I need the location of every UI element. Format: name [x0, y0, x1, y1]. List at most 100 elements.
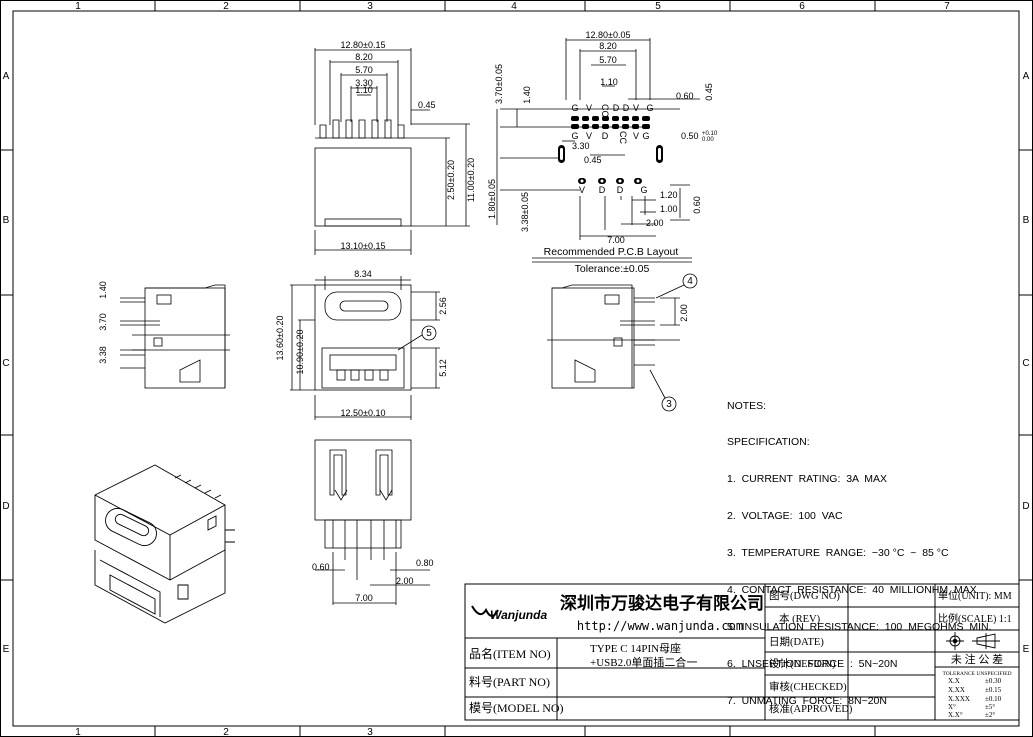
pin-label: V: [586, 103, 592, 113]
notes-line: 7. UNMATING FORCE: 8N~20N: [727, 694, 887, 707]
pin-label: V: [633, 103, 639, 113]
tol-val: ±0.30: [985, 677, 1002, 685]
col-label: 3: [367, 1, 373, 12]
dim-label: 3.30: [572, 141, 590, 151]
pcb-tolerance: Tolerance:±0.05: [575, 263, 650, 275]
dim-label: 3.38±0.05: [520, 192, 530, 232]
dim-label: 0.45: [704, 83, 714, 101]
dim-label: 5.12: [438, 359, 448, 377]
dim-label: 1.10: [600, 77, 618, 87]
notes-line: 2. VOLTAGE: 100 VAC: [727, 510, 843, 523]
spec-notes: NOTES: SPECIFICATION: 1. CURRENT RATING:…: [727, 375, 992, 719]
dim-label: 10.90±0.20: [295, 330, 305, 375]
dim-label: 13.10±0.15: [341, 241, 386, 251]
dim-label: 0.60: [312, 562, 330, 572]
dim-label: 1.80±0.05: [487, 179, 497, 219]
company-logo: Wanjunda: [471, 605, 547, 622]
design-label: 设计(DESIGN): [769, 657, 836, 670]
row-label: C: [1022, 358, 1029, 369]
rev-label: 本 (REV): [779, 612, 821, 625]
dim-label: 2.56: [438, 297, 448, 315]
bottom-view: [314, 439, 430, 605]
top-view: [314, 48, 470, 255]
pin-label: D: [613, 103, 620, 113]
row-label: B: [1023, 215, 1030, 226]
pin-label: G: [642, 131, 649, 141]
tol-key: X.XX: [948, 686, 965, 694]
tol-key: X.X°: [948, 711, 963, 719]
notes-line: SPECIFICATION:: [727, 436, 810, 449]
dim-label: 3.30: [355, 78, 373, 88]
dim-label: 0.60: [692, 196, 702, 214]
dim-label: 0.45: [418, 100, 436, 110]
dim-label: 3.70: [98, 313, 108, 331]
pin-label: G: [646, 103, 653, 113]
dim-label: 7.00: [355, 593, 373, 603]
side-view-right: [547, 273, 698, 412]
pin-label: G: [640, 185, 647, 195]
callout-number: 5: [426, 328, 432, 339]
pin-label: CC: [600, 104, 610, 117]
dim-label: 3.38: [98, 346, 108, 364]
dim-label: 11.00±0.20: [466, 158, 476, 202]
model-no-label: 模号(MODEL NO): [469, 701, 564, 715]
row-label: A: [3, 71, 10, 82]
row-label: D: [2, 501, 9, 512]
col-label: 1: [75, 727, 81, 737]
dim-label: 1.40: [98, 281, 108, 299]
dim-label: 2.50±0.20: [446, 160, 456, 200]
row-label: D: [1022, 501, 1029, 512]
pin-label: D: [617, 185, 624, 195]
tol-val: ±2°: [985, 711, 995, 719]
dim-label: 12.50±0.10: [341, 408, 386, 418]
tol-val: ±0.15: [985, 686, 1002, 694]
dim-label: 7.00: [607, 235, 625, 245]
dim-label: 13.60±0.20: [275, 316, 285, 361]
tol-key: X.XXX: [948, 695, 970, 703]
logo-text: Wanjunda: [490, 608, 547, 622]
dim-label: 5.70: [355, 65, 373, 75]
pin-label: G: [571, 131, 578, 141]
dim-label: 1.10: [355, 85, 373, 95]
col-label: 7: [944, 1, 950, 12]
unit-label: 单位(UNIT): MM: [938, 589, 1012, 602]
dim-label: 0.00: [702, 137, 714, 143]
front-view: [290, 276, 440, 420]
dim-label: 2.00: [679, 304, 689, 322]
dim-label: 0.50: [681, 131, 699, 141]
col-label: 3: [367, 727, 373, 737]
tol-key: X°: [948, 703, 956, 711]
dim-label: 8.20: [599, 41, 617, 51]
tol-key: X.X: [948, 677, 960, 685]
dim-label: 1.40: [522, 86, 532, 104]
row-label: A: [1023, 71, 1030, 82]
row-label: C: [2, 358, 9, 369]
dim-label: 3.70±0.05: [494, 64, 504, 104]
pcb-layout-title: Recommended P.C.B Layout: [544, 246, 679, 258]
dim-label: 2.00: [646, 218, 664, 228]
row-label: B: [3, 215, 10, 226]
tol-val: ±5°: [985, 703, 995, 711]
side-view-left: [120, 284, 230, 389]
callout-number: 3: [666, 399, 672, 410]
dim-label: 1.20: [660, 190, 678, 200]
col-label: 4: [511, 1, 517, 12]
col-label: 2: [223, 727, 229, 737]
row-label: E: [1023, 644, 1030, 655]
dim-label: 0.60: [676, 91, 694, 101]
dim-label: 0.45: [584, 155, 602, 165]
dim-label: 0.80: [416, 558, 434, 568]
item-value: +USB2.0单面插二合一: [590, 655, 697, 669]
notes-line: 3. TEMPERATURE RANGE: −30 °C ~ 85 °C: [727, 547, 949, 560]
approved-label: 核准(APPROVED): [769, 702, 853, 715]
dim-label: 12.80±0.05: [586, 30, 631, 40]
dim-label: 12.80±0.15: [341, 40, 386, 50]
pin-label: D: [623, 103, 630, 113]
part-no-label: 料号(PART NO): [469, 675, 550, 689]
company-url: http://www.wanjunda.com: [577, 619, 743, 633]
tol-val: ±0.10: [985, 695, 1002, 703]
col-label: 1: [75, 1, 81, 12]
tolerance-subtitle: TOLERANCE UNSPECIFIED: [942, 671, 1011, 677]
